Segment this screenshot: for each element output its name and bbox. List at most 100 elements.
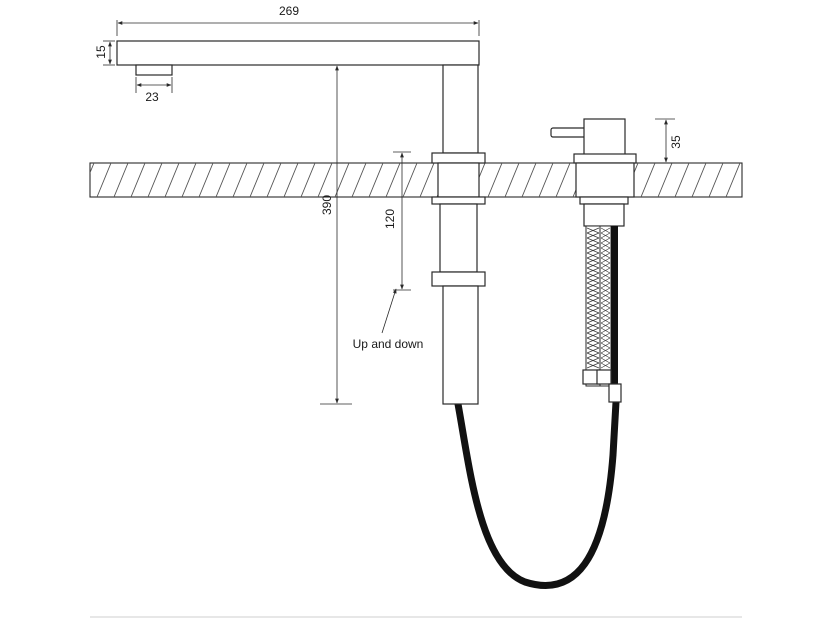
braid-line [586, 342, 600, 349]
hatch-line [232, 163, 248, 197]
braid-line [600, 327, 611, 334]
dimension-spout-thickness: 15 [94, 40, 115, 66]
hatch-line [743, 163, 757, 197]
braid-line [600, 247, 611, 254]
hatch-line [181, 163, 197, 197]
braid-line [600, 232, 611, 239]
hatch-line [674, 163, 690, 197]
supply-hoses [582, 225, 622, 403]
dimension-total-height: 390 [320, 65, 352, 405]
braid-line [586, 312, 600, 319]
hatch-line [266, 163, 282, 197]
annotation-up-and-down: Up and down [353, 288, 424, 351]
hatch-line [113, 163, 129, 197]
braid-line [586, 307, 600, 314]
faucet-body [431, 64, 486, 405]
hatch-line [215, 163, 231, 197]
hatch-line [691, 163, 707, 197]
braid-line [600, 347, 611, 354]
braid-line [586, 227, 600, 234]
dimension-label-pull-travel: 120 [383, 209, 397, 229]
countertop [89, 162, 757, 198]
braid-line [586, 362, 600, 369]
hatch-line [708, 163, 724, 197]
braid-line [586, 297, 600, 304]
braid-line [586, 317, 600, 324]
braid-line [600, 227, 611, 234]
dimension-label-handle-height: 35 [669, 135, 683, 149]
dimension-handle-height: 35 [655, 118, 683, 164]
hatch-line [90, 163, 95, 174]
braid-line [586, 262, 600, 269]
hatch-line [538, 163, 554, 197]
braid-line [600, 237, 611, 244]
braid-line [600, 262, 611, 269]
braid-line [600, 332, 611, 339]
braid-line [600, 257, 611, 264]
lever-mixer [550, 118, 637, 227]
hatch-line [385, 163, 401, 197]
braid-line [600, 302, 611, 309]
hatch-line [96, 163, 112, 197]
hatch-line [317, 163, 333, 197]
hatch-line [487, 163, 503, 197]
dimension-label-spout-reach: 269 [279, 4, 299, 18]
braid-line [586, 322, 600, 329]
dimension-pull-travel: 120 [383, 151, 411, 291]
braid-line [586, 247, 600, 254]
braid-line [586, 267, 600, 274]
braid-line [586, 232, 600, 239]
braid-line [600, 312, 611, 319]
braid-line [586, 237, 600, 244]
hatch-line [521, 163, 537, 197]
hatch-line [147, 163, 163, 197]
braid-line [586, 337, 600, 344]
braid-line [586, 282, 600, 289]
hatch-line [657, 163, 673, 197]
hatch-line [504, 163, 520, 197]
braid-line [600, 352, 611, 359]
dimension-spout-reach: 269 [116, 4, 480, 36]
hatch-line [402, 163, 418, 197]
braid-line [600, 307, 611, 314]
hatch-line [555, 163, 571, 197]
braid-line [600, 342, 611, 349]
annotation-label: Up and down [353, 337, 424, 351]
braid-line [600, 272, 611, 279]
hatch-line [164, 163, 180, 197]
hatch-line [130, 163, 146, 197]
braid-line [586, 302, 600, 309]
hatch-line [725, 163, 741, 197]
hatch-line [300, 163, 316, 197]
hatch-line [198, 163, 214, 197]
braid-line [586, 292, 600, 299]
braid-line [600, 337, 611, 344]
braid-line [600, 292, 611, 299]
dimension-label-spout-thickness: 15 [94, 45, 108, 59]
braid-line [586, 332, 600, 339]
braid-line [586, 252, 600, 259]
braid-line [586, 277, 600, 284]
braid-line [600, 287, 611, 294]
hatch-line [640, 163, 656, 197]
braid-line [586, 347, 600, 354]
braid-line [586, 242, 600, 249]
braid-line [586, 357, 600, 364]
spout [116, 40, 480, 76]
braid-line [586, 352, 600, 359]
hatch-line [368, 163, 384, 197]
braid-line [600, 297, 611, 304]
braid-line [600, 267, 611, 274]
braid-line [600, 362, 611, 369]
hatch-line [419, 163, 435, 197]
braid-line [600, 317, 611, 324]
dimension-label-total-height: 390 [320, 195, 334, 215]
braid-line [600, 322, 611, 329]
braid-line [600, 357, 611, 364]
braid-line [600, 252, 611, 259]
braid-line [586, 287, 600, 294]
dimension-outlet-width: 23 [135, 77, 173, 104]
braid-line [600, 242, 611, 249]
hatch-line [249, 163, 265, 197]
